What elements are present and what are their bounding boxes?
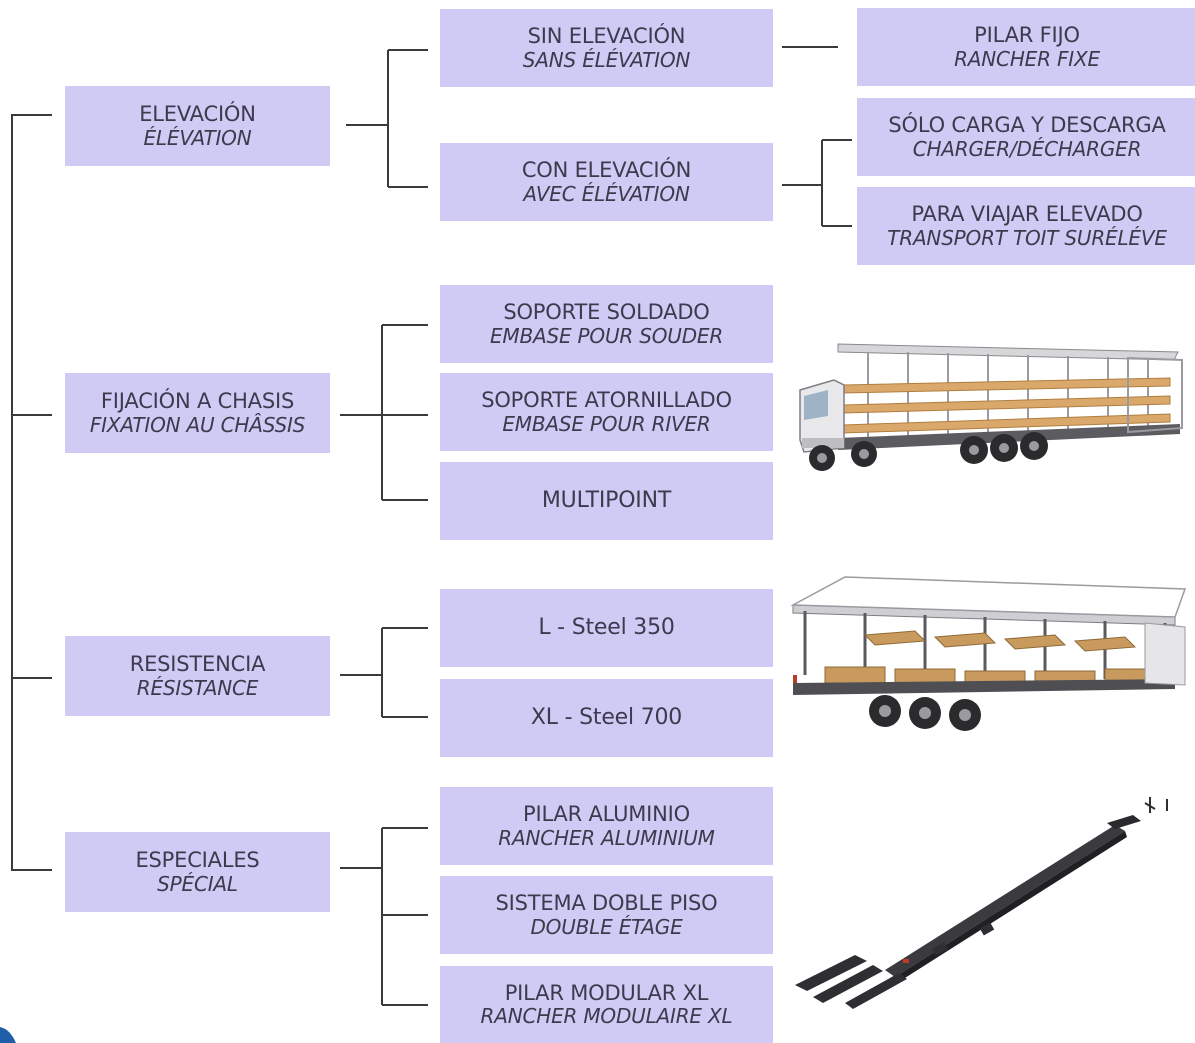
node-especiales-es: ESPECIALES: [135, 848, 260, 873]
node-pilar-fijo-fr: RANCHER FIXE: [954, 46, 1100, 71]
node-pilar-modular-fr: RANCHER MODULAIRE XL: [480, 1004, 733, 1029]
node-sin-elevacion: SIN ELEVACIÓN SANS ÉLÉVATION: [440, 9, 773, 87]
node-con-elevacion-es: CON ELEVACIÓN: [521, 158, 692, 183]
node-xl-steel-700-es: XL - Steel 700: [530, 705, 683, 731]
node-fijacion: FIJACIÓN A CHASIS FIXATION AU CHÂSSIS: [65, 373, 330, 453]
node-resistencia: RESISTENCIA RÉSISTANCE: [65, 636, 330, 716]
node-multipoint-es: MULTIPOINT: [541, 488, 672, 514]
node-fijacion-fr: FIXATION AU CHÂSSIS: [89, 412, 306, 437]
node-soporte-soldado: SOPORTE SOLDADO EMBASE POUR SOUDER: [440, 285, 773, 363]
node-multipoint: MULTIPOINT: [440, 462, 773, 540]
node-doble-piso-fr: DOUBLE ÉTAGE: [530, 914, 683, 939]
bracket-resistencia: [340, 627, 428, 718]
node-soporte-atornillado-es: SOPORTE ATORNILLADO: [481, 388, 732, 413]
node-soporte-atornillado: SOPORTE ATORNILLADO EMBASE POUR RIVER: [440, 373, 773, 451]
node-solo-carga-es: SÓLO CARGA Y DESCARGA: [888, 113, 1166, 138]
bracket-elevacion: [346, 49, 428, 188]
node-viajar-elevado: PARA VIAJAR ELEVADO TRANSPORT TOIT SURÉL…: [857, 187, 1195, 265]
node-l-steel-350-es: L - Steel 350: [538, 615, 675, 641]
node-sin-elevacion-es: SIN ELEVACIÓN: [527, 24, 686, 49]
node-soporte-soldado-fr: EMBASE POUR SOUDER: [489, 323, 724, 348]
node-doble-piso-es: SISTEMA DOBLE PISO: [495, 891, 718, 916]
node-especiales-fr: SPÉCIAL: [157, 871, 238, 896]
node-l-steel-350: L - Steel 350: [440, 589, 773, 667]
bracket-especiales: [340, 827, 428, 1006]
node-resistencia-es: RESISTENCIA: [129, 652, 266, 677]
node-con-elevacion-fr: AVEC ÉLÉVATION: [523, 181, 690, 206]
node-pilar-modular: PILAR MODULAR XL RANCHER MODULAIRE XL: [440, 966, 773, 1043]
node-pilar-aluminio: PILAR ALUMINIO RANCHER ALUMINIUM: [440, 787, 773, 865]
node-soporte-atornillado-fr: EMBASE POUR RIVER: [502, 411, 711, 436]
node-resistencia-fr: RÉSISTANCE: [136, 675, 259, 700]
node-pilar-aluminio-es: PILAR ALUMINIO: [522, 802, 690, 827]
rail-kit-icon: [795, 797, 1168, 1009]
node-elevacion-fr: ÉLÉVATION: [143, 125, 252, 150]
node-viajar-elevado-es: PARA VIAJAR ELEVADO: [911, 202, 1143, 227]
node-especiales: ESPECIALES SPÉCIAL: [65, 832, 330, 912]
node-pilar-fijo-es: PILAR FIJO: [974, 23, 1080, 48]
node-solo-carga-fr: CHARGER/DÉCHARGER: [912, 136, 1142, 161]
node-viajar-elevado-fr: TRANSPORT TOIT SURÉLÉVE: [887, 225, 1167, 250]
node-soporte-soldado-es: SOPORTE SOLDADO: [503, 300, 710, 325]
bracket-fijacion: [340, 324, 428, 501]
node-elevacion-es: ELEVACIÓN: [139, 102, 256, 127]
truck-curtainsider-icon: [799, 343, 1183, 471]
node-solo-carga: SÓLO CARGA Y DESCARGA CHARGER/DÉCHARGER: [857, 98, 1195, 176]
node-pilar-aluminio-fr: RANCHER ALUMINIUM: [498, 825, 715, 850]
node-con-elevacion: CON ELEVACIÓN AVEC ÉLÉVATION: [440, 143, 773, 221]
node-elevacion: ELEVACIÓN ÉLÉVATION: [65, 86, 330, 166]
node-doble-piso: SISTEMA DOBLE PISO DOUBLE ÉTAGE: [440, 876, 773, 954]
root-branches: [12, 414, 52, 679]
bracket-con-elevacion: [782, 139, 852, 227]
node-xl-steel-700: XL - Steel 700: [440, 679, 773, 757]
root-bracket: [11, 114, 52, 871]
node-pilar-fijo: PILAR FIJO RANCHER FIXE: [857, 8, 1195, 86]
corner-accent-icon: [0, 1027, 16, 1043]
node-pilar-modular-es: PILAR MODULAR XL: [504, 980, 709, 1005]
node-fijacion-es: FIJACIÓN A CHASIS: [100, 389, 295, 414]
node-sin-elevacion-fr: SANS ÉLÉVATION: [522, 47, 691, 72]
trailer-frame-icon: [790, 576, 1187, 731]
